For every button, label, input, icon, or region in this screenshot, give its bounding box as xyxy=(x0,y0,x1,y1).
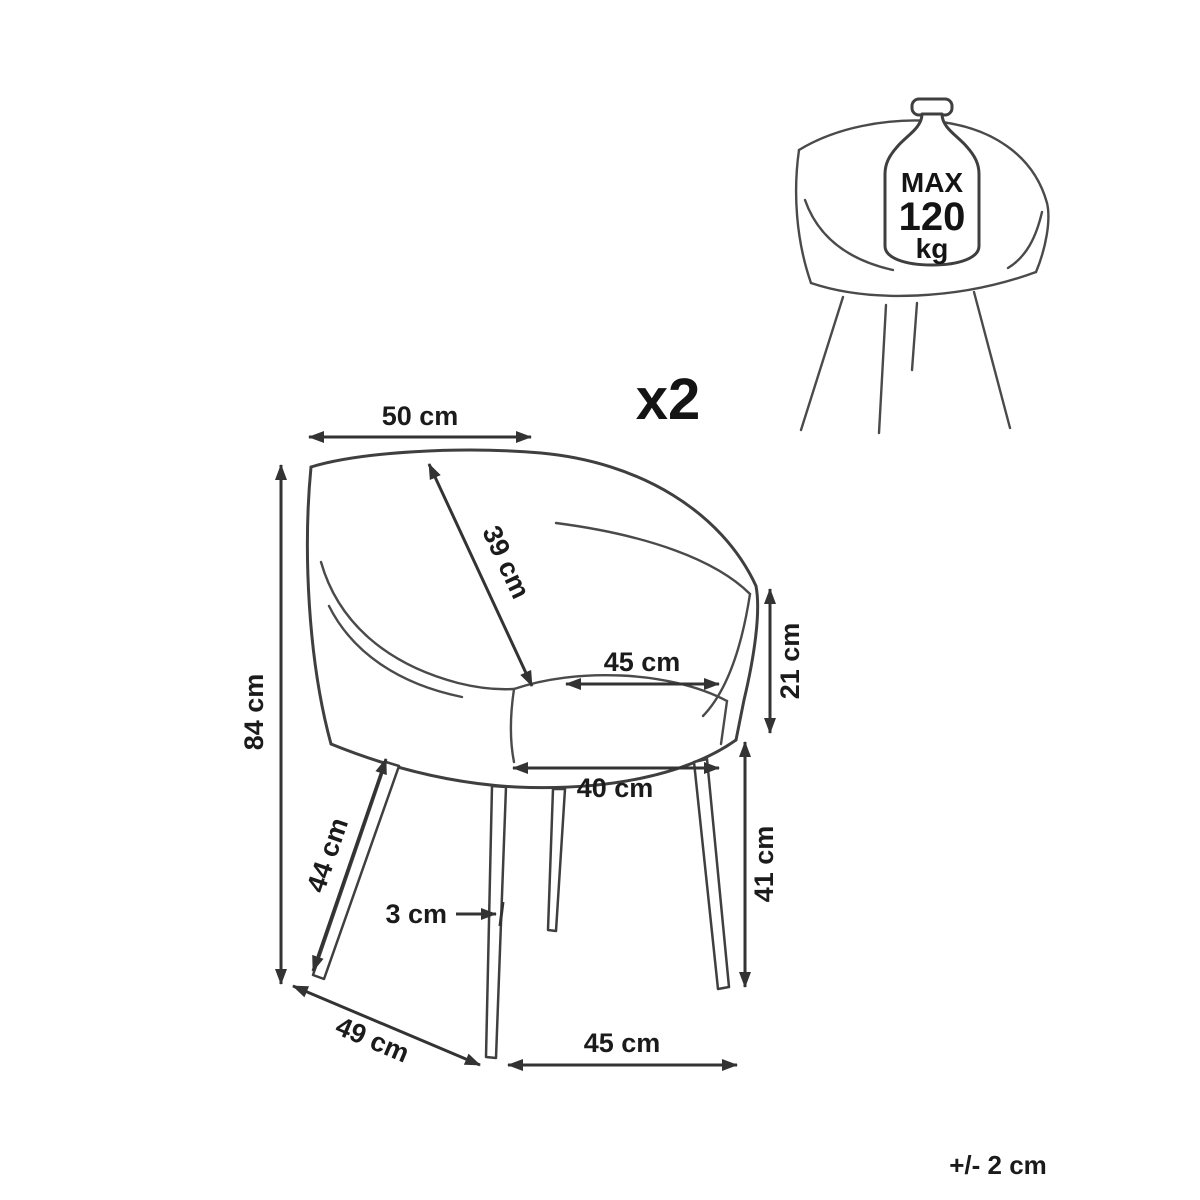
dim-line-back-leg-length xyxy=(311,758,388,972)
chair-left-arm-upper xyxy=(319,560,516,691)
dim-label-base-width: 45 cm xyxy=(584,1028,661,1058)
small-chair-back-outline xyxy=(797,119,1050,274)
chair-inner-back-curve xyxy=(554,521,752,596)
chair-left-arm-lower xyxy=(327,604,464,699)
small-chair-leg-back-left xyxy=(799,295,845,432)
dim-label-leg-thickness: 3 cm xyxy=(385,899,447,929)
small-chair-leg-front-right xyxy=(972,290,1012,430)
weight-max-label: MAX xyxy=(901,167,964,198)
quantity-label: x2 xyxy=(636,367,701,432)
dim-label-top-width: 50 cm xyxy=(382,401,459,431)
small-chair-leg-front-left xyxy=(877,303,888,435)
weight-value-label: 120 xyxy=(899,195,966,239)
dim-label-seat-front-width: 40 cm xyxy=(577,773,654,803)
dim-label-total-height: 84 cm xyxy=(239,674,269,751)
chair-leg-middle xyxy=(546,787,567,933)
small-chair-bottom-edge xyxy=(809,270,1038,298)
chair-seat-cushion-front xyxy=(509,687,516,764)
chair-seat-cushion-top xyxy=(512,674,729,703)
chair-left-edge xyxy=(305,465,333,746)
chair-right-arm-inner xyxy=(701,592,752,718)
chair-leg-front-left xyxy=(484,784,508,1060)
weight-unit-label: kg xyxy=(916,233,949,264)
dim-tick-leg-thickness xyxy=(498,901,505,927)
small-chair-left-edge xyxy=(794,148,813,285)
dim-label-backrest-diagonal: 39 cm xyxy=(476,521,536,603)
main-chair-drawing xyxy=(305,448,760,1060)
small-chair-left-arm xyxy=(803,198,895,272)
max-weight-chair-drawing: MAX 120 kg xyxy=(794,97,1050,435)
dim-label-backrest-side-height: 21 cm xyxy=(775,623,805,700)
dim-line-base-depth xyxy=(292,984,481,1067)
max-weight-icon: MAX 120 kg xyxy=(883,97,981,267)
dim-label-leg-height: 41 cm xyxy=(749,826,779,903)
chair-seat-cushion-right xyxy=(719,699,729,746)
dim-line-backrest-diagonal xyxy=(427,463,534,687)
small-chair-right-arm xyxy=(1006,210,1044,270)
chair-back-outline xyxy=(309,448,760,742)
chair-leg-front-right xyxy=(692,757,731,991)
weight-body xyxy=(883,112,981,267)
tolerance-label: +/- 2 cm xyxy=(949,1150,1047,1180)
small-chair-leg-middle xyxy=(910,301,919,372)
dim-label-seat-width: 45 cm xyxy=(604,647,681,677)
